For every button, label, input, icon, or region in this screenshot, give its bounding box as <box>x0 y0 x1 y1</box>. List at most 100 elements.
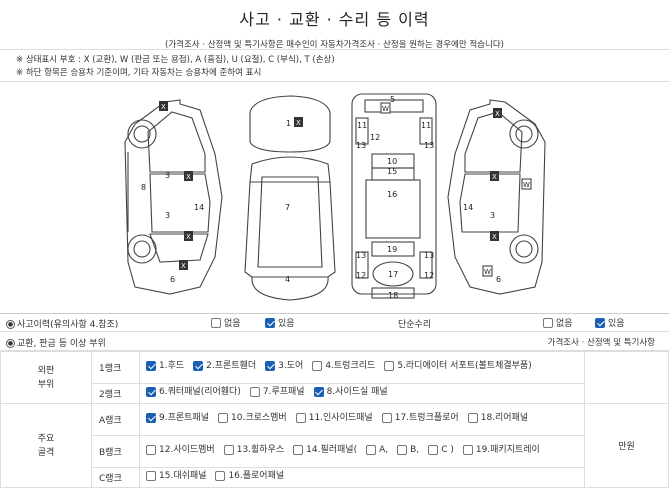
part-checkbox[interactable] <box>381 413 392 423</box>
part-checkbox[interactable] <box>293 445 304 455</box>
part-checkbox[interactable] <box>265 361 276 371</box>
part-11-label-right: 11 <box>421 121 431 130</box>
svg-text:X: X <box>492 173 497 181</box>
part-17-label: 17 <box>388 270 398 279</box>
part-10-label: 10 <box>387 157 397 166</box>
part-option-label: 15.대쉬패널 <box>159 471 207 481</box>
part-checkbox[interactable] <box>146 471 156 481</box>
part-option[interactable]: 1.후드 <box>146 359 184 373</box>
repair-yes-checkbox[interactable] <box>595 317 605 328</box>
part-checkbox[interactable] <box>467 413 478 423</box>
part-checkbox[interactable] <box>397 445 408 455</box>
part-checkbox[interactable] <box>146 387 156 397</box>
part-18-label: 18 <box>388 291 398 300</box>
part-option-label: 19.패키지트레이 <box>475 445 540 455</box>
part-checkbox[interactable] <box>146 361 156 371</box>
svg-text:X: X <box>186 233 191 241</box>
part-option[interactable]: C ) <box>428 443 454 457</box>
status-symbol-note: ※ 상태표시 부호 : X (교환), W (판금 또는 용접), A (흠집)… <box>16 55 335 65</box>
part-checkbox[interactable] <box>146 445 156 455</box>
part-option[interactable]: 3.도어 <box>265 359 303 373</box>
accident-yes-option[interactable]: 있음 <box>265 316 295 329</box>
part-option[interactable]: 18.리어패널 <box>467 411 528 425</box>
mark-x-left-front-door: X <box>184 171 193 181</box>
page-header: 사고 · 교환 · 수리 등 이력 (가격조사 · 산정액 및 특기사항은 매수… <box>0 0 669 50</box>
part-option[interactable]: 8.사이드실 패널 <box>313 385 388 399</box>
mark-x-left-fender: X <box>159 101 168 111</box>
part-checkbox[interactable] <box>366 445 377 455</box>
part-checkbox[interactable] <box>223 445 234 455</box>
accident-yes-checkbox[interactable] <box>265 317 275 328</box>
rank1-label: 1랭크 <box>91 351 140 384</box>
part-option-label: 5.라디에이터 서포트(볼트체결부품) <box>397 361 532 371</box>
part-option[interactable]: 13.휠하우스 <box>223 443 285 457</box>
part-option[interactable]: 16.플로어패널 <box>215 469 284 483</box>
price-column-outer <box>584 351 669 404</box>
part-option[interactable]: 7.루프패널 <box>249 385 305 399</box>
svg-text:W: W <box>382 105 389 113</box>
accident-none-option[interactable]: 없음 <box>211 316 241 329</box>
mark-x-right-fender: X <box>493 108 502 118</box>
part-option[interactable]: 4.트렁크리드 <box>312 359 375 373</box>
part-checkbox[interactable] <box>313 387 324 397</box>
rank1-items: 1.후드 2.프론트휀더 3.도어 4.트렁크리드 5.라디에이터 서포트(볼트체결부품… <box>139 351 585 384</box>
repair-none-checkbox[interactable] <box>543 317 553 328</box>
mark-w-right-side-sill: W <box>521 178 532 190</box>
abnormal-parts-header-row: ●교환, 판금 등 이상 부위 가격조사 · 산정액 및 특기사항 <box>0 332 669 351</box>
svg-text:X: X <box>181 262 186 270</box>
mark-x-right-front-door: X <box>490 171 499 181</box>
part-checkbox[interactable] <box>215 471 226 481</box>
circle-icon: ● <box>6 320 15 329</box>
car-damage-diagram: 1 3 3 4 5 6 7 8 10 11 11 12 13 13 14 15 … <box>0 82 669 314</box>
simple-repair-label: 단순수리 <box>398 320 432 330</box>
accident-none-checkbox[interactable] <box>211 317 221 328</box>
rankB-items: 12.사이드멤버 13.휠하우스 14.필러패널( A, B, C ) 19.패키지트레이 <box>139 435 585 468</box>
part-option[interactable]: 14.필러패널( <box>293 443 357 457</box>
rankC-label: C랭크 <box>91 467 140 488</box>
page-subtitle: (가격조사 · 산정액 및 특기사항은 매수인이 자동차가격조사 · 산정을 원… <box>165 40 504 50</box>
part-15-label: 15 <box>387 167 397 176</box>
part-7-label: 7 <box>285 203 290 212</box>
part-checkbox[interactable] <box>384 361 395 371</box>
part-option-label: C ) <box>441 445 454 455</box>
part-3-label-left-front: 3 <box>165 171 170 180</box>
part-checkbox[interactable] <box>218 413 228 423</box>
part-option[interactable]: 5.라디에이터 서포트(볼트체결부품) <box>384 359 532 373</box>
mark-x-hood: X <box>294 117 303 127</box>
part-option[interactable]: 6.쿼터패널(리어휀다) <box>146 385 241 399</box>
part-option-label: 10.크로스멤버 <box>231 413 287 423</box>
part-option-label: 14.필러패널( <box>306 445 358 455</box>
part-option-label: B, <box>410 445 420 455</box>
status-marks: X X X X X W X X W X W <box>159 101 532 277</box>
part-option[interactable]: 11.인사이드패널 <box>295 411 373 425</box>
part-12-label-rear-right: 12 <box>424 271 434 280</box>
part-1-label: 1 <box>286 119 291 128</box>
part-option[interactable]: 19.패키지트레이 <box>462 443 540 457</box>
rankA-label: A랭크 <box>91 403 140 436</box>
part-13-label-rear-left: 13 <box>356 251 366 260</box>
repair-none-option[interactable]: 없음 <box>543 316 573 329</box>
part-14-label-right: 14 <box>463 203 473 212</box>
part-option[interactable]: B, <box>397 443 419 457</box>
part-checkbox[interactable] <box>462 445 473 455</box>
part-checkbox[interactable] <box>249 387 260 397</box>
part-12-label-front-left: 12 <box>370 133 380 142</box>
part-checkbox[interactable] <box>312 361 323 371</box>
part-checkbox[interactable] <box>193 361 204 371</box>
mark-x-right-rear-door: X <box>490 231 499 241</box>
part-3-label-right-rear: 3 <box>490 211 495 220</box>
part-option[interactable]: 15.대쉬패널 <box>146 469 206 483</box>
part-option[interactable]: 12.사이드멤버 <box>146 443 215 457</box>
part-option[interactable]: A, <box>366 443 388 457</box>
repair-yes-option[interactable]: 있음 <box>595 316 625 329</box>
part-checkbox[interactable] <box>295 413 306 423</box>
part-option[interactable]: 9.프론트패널 <box>146 411 209 425</box>
part-checkbox[interactable] <box>428 445 439 455</box>
part-option[interactable]: 17.트렁크플로어 <box>381 411 459 425</box>
part-checkbox[interactable] <box>146 413 156 423</box>
part-option-label: 13.휠하우스 <box>236 445 285 455</box>
part-option[interactable]: 10.크로스멤버 <box>218 411 287 425</box>
part-option[interactable]: 2.프론트휀더 <box>193 359 256 373</box>
